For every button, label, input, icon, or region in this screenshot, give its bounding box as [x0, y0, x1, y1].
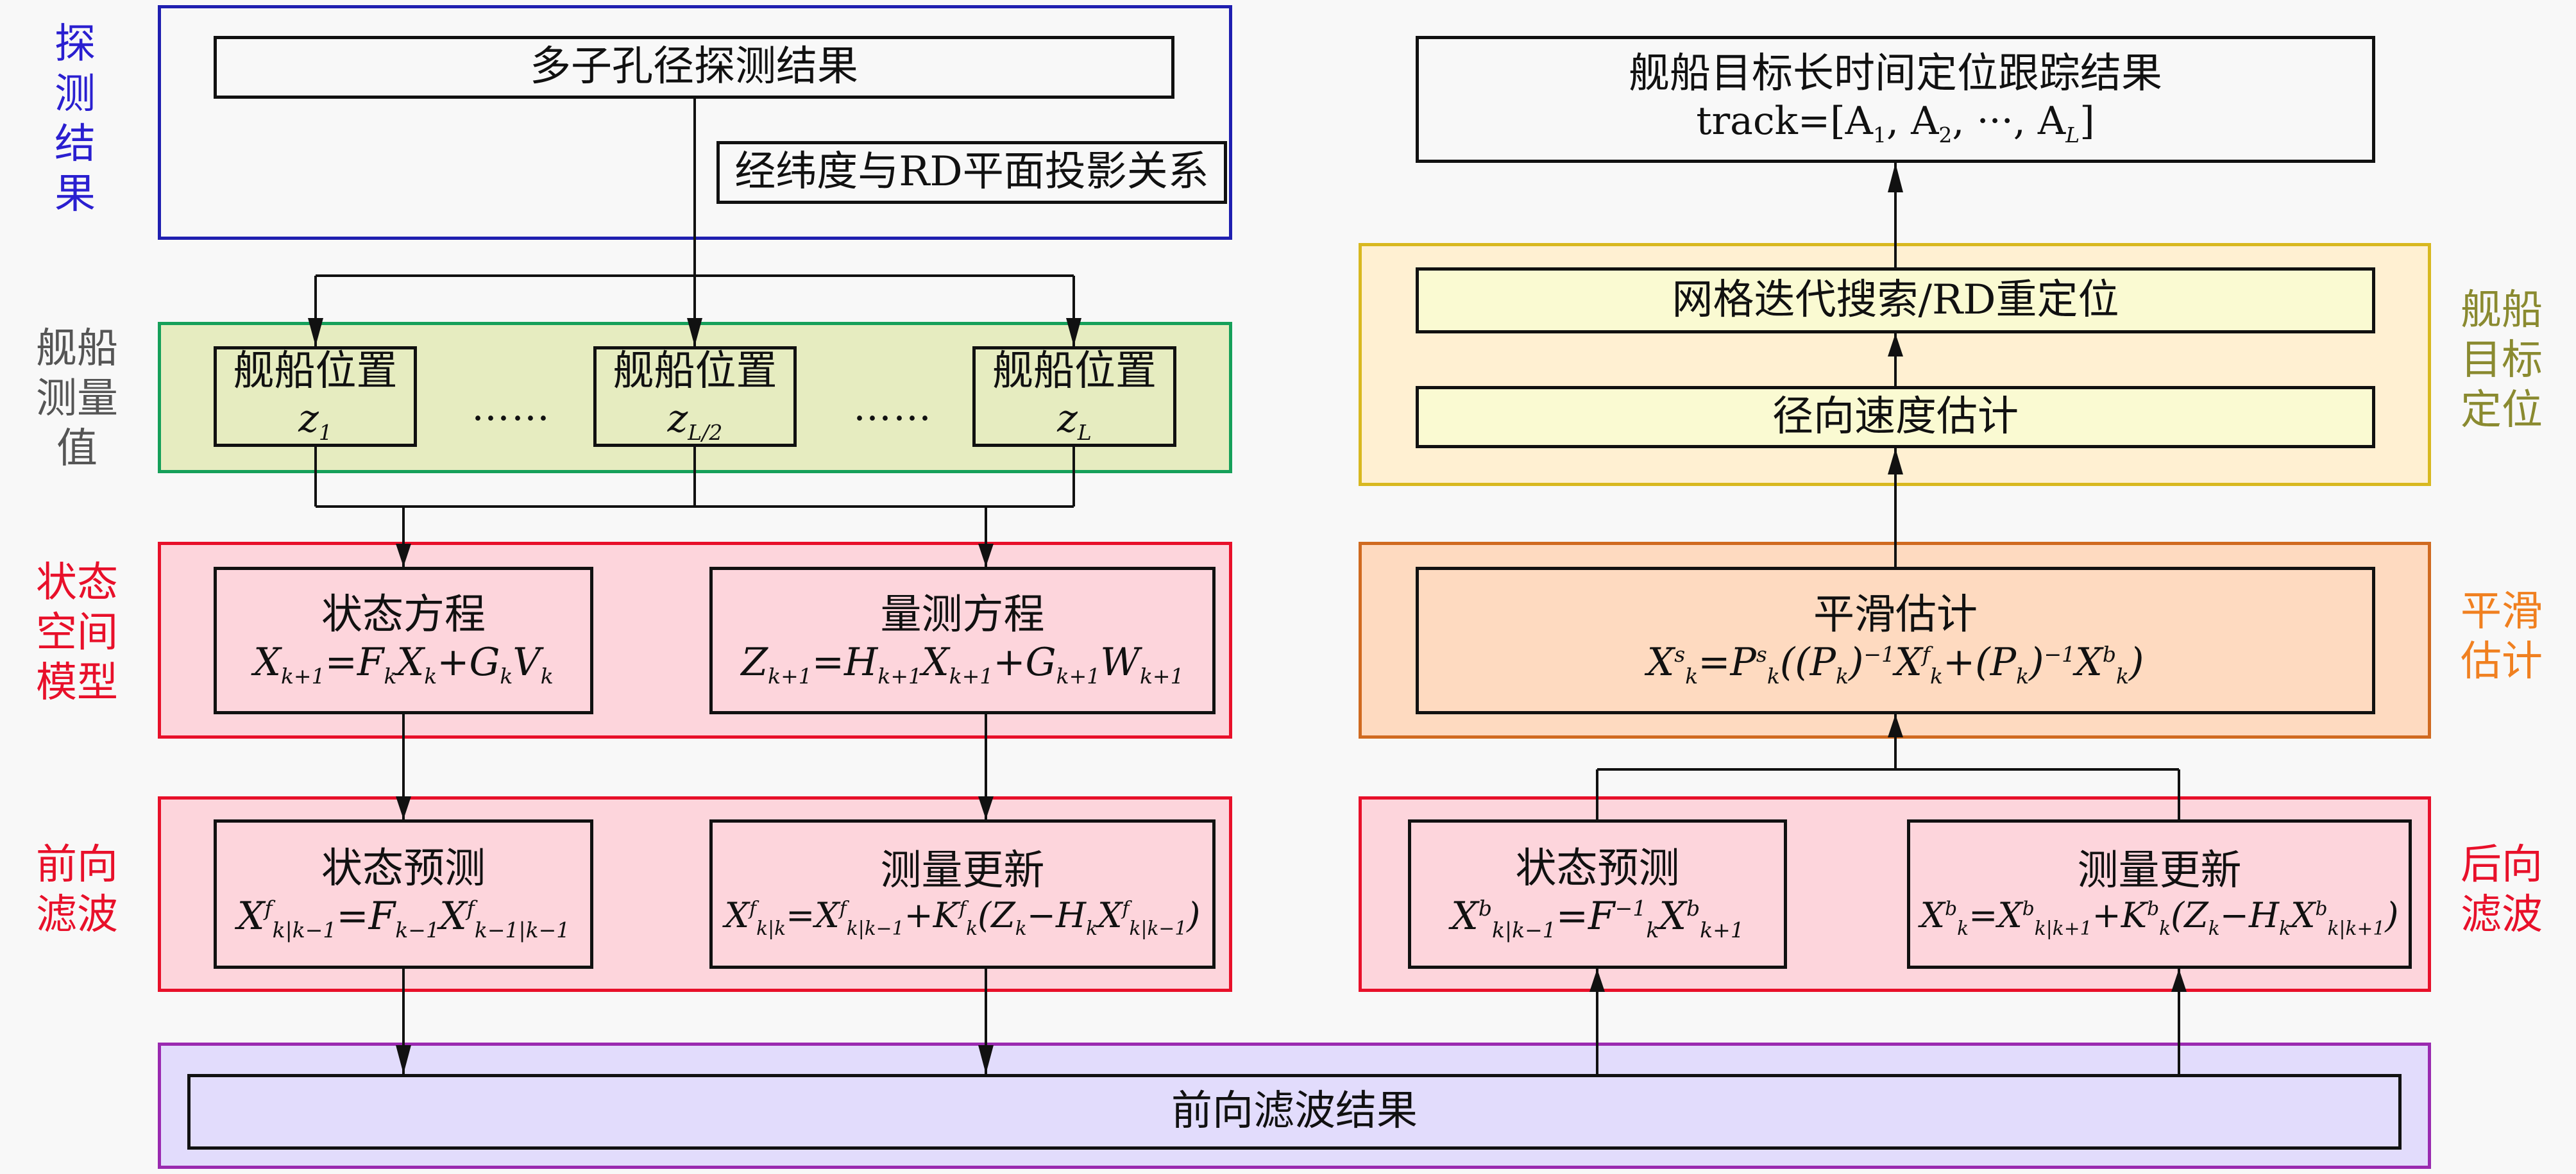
arrow-head-ship-mid: [687, 318, 702, 346]
ship-position-var: z1: [298, 396, 332, 445]
smoothing-estimate-formula: Xsk=Psk((Pk)−1Xfk+(Pk)−1Xbk): [1647, 640, 2144, 689]
ship-position-var: zL/2: [667, 396, 723, 445]
track-result-box[interactable]: 舰船目标长时间定位跟踪结果 track=[A1, A2, ···, AL]: [1416, 36, 2375, 163]
forward-measurement-update-title: 测量更新: [880, 847, 1045, 895]
arrow-head-fw-update: [978, 796, 994, 819]
arrow-head-fw-predict: [396, 796, 411, 819]
ship-position-title: 舰船位置: [613, 347, 777, 395]
arrow-head-bw-update: [2171, 969, 2187, 992]
arrow-head-ship-L: [1066, 318, 1081, 346]
ship-position-title: 舰船位置: [992, 347, 1157, 395]
arrow-head-result-1: [396, 1045, 411, 1074]
radial-velocity-box[interactable]: 径向速度估计: [1416, 386, 2375, 448]
ellipsis-1: ……: [471, 385, 551, 430]
arrow-head-smoothing: [1888, 714, 1903, 737]
ship-position-box-mid[interactable]: 舰船位置 zL/2: [593, 346, 797, 447]
arrow-head-ship-1: [308, 318, 323, 346]
state-equation-formula: Xk+1=FkXk+GkVk: [253, 640, 554, 689]
forward-state-prediction-box[interactable]: 状态预测 Xfk|k−1=Fk−1Xfk−1|k−1: [214, 819, 593, 969]
smoothing-estimate-title: 平滑估计: [1813, 591, 1978, 639]
measurement-equation-formula: Zk+1=Hk+1Xk+1+Gk+1Wk+1: [741, 640, 1184, 689]
multi-aperture-result-text: 多子孔径探测结果: [530, 43, 858, 91]
projection-relation-box[interactable]: 经纬度与RD平面投影关系: [716, 141, 1227, 204]
localization-label: 舰船 目标 定位: [2461, 287, 2543, 435]
measurement-label: 舰船 测量 值: [36, 325, 118, 473]
ellipsis-2: ……: [853, 385, 933, 430]
track-result-title: 舰船目标长时间定位跟踪结果: [1629, 50, 2162, 98]
measurement-equation-box[interactable]: 量测方程 Zk+1=Hk+1Xk+1+Gk+1Wk+1: [709, 567, 1216, 714]
ship-position-box-L[interactable]: 舰船位置 zL: [972, 346, 1176, 447]
multi-aperture-result-box[interactable]: 多子孔径探测结果: [214, 36, 1174, 99]
ship-position-title: 舰船位置: [233, 347, 398, 395]
smoothing-estimate-box[interactable]: 平滑估计 Xsk=Psk((Pk)−1Xfk+(Pk)−1Xbk): [1416, 567, 2375, 714]
backward-state-prediction-formula: Xbk|k−1=F−1kXbk+1: [1451, 893, 1744, 943]
arrow-head-grid: [1888, 333, 1903, 356]
forward-result-text: 前向滤波结果: [1171, 1087, 1418, 1136]
backward-measurement-update-title: 测量更新: [2077, 847, 2242, 895]
detection-label: 探 测 结 果: [55, 21, 96, 219]
arrow-head-result-2: [978, 1045, 994, 1074]
forward-filter-label: 前向 滤波: [36, 841, 118, 939]
backward-state-prediction-title: 状态预测: [1515, 844, 1680, 893]
arrow-head-state-eq: [396, 544, 411, 567]
forward-result-box[interactable]: 前向滤波结果: [187, 1074, 2402, 1150]
arrow-head-bw-predict: [1589, 969, 1605, 992]
state-equation-title: 状态方程: [321, 591, 486, 639]
grid-search-box[interactable]: 网格迭代搜索/RD重定位: [1416, 267, 2375, 333]
track-result-formula: track=[A1, A2, ···, AL]: [1696, 99, 2095, 147]
arrow-head-track: [1888, 163, 1903, 192]
ship-position-box-1[interactable]: 舰船位置 z1: [214, 346, 417, 447]
projection-relation-text: 经纬度与RD平面投影关系: [734, 148, 1209, 196]
backward-measurement-update-box[interactable]: 测量更新 Xbk=Xbk|k+1+Kbk(Zk−HkXbk|k+1): [1907, 819, 2412, 969]
smoothing-label: 平滑 估计: [2461, 588, 2543, 686]
arrow-head-meas-eq: [978, 544, 994, 567]
backward-state-prediction-box[interactable]: 状态预测 Xbk|k−1=F−1kXbk+1: [1408, 819, 1787, 969]
forward-measurement-update-formula: Xfk|k=Xfk|k−1+Kfk(Zk−HkXfk|k−1): [724, 895, 1201, 940]
state-space-label: 状态 空间 模型: [36, 559, 118, 707]
arrow-head-velocity: [1888, 448, 1903, 474]
radial-velocity-text: 径向速度估计: [1772, 392, 2019, 440]
ship-position-var: zL: [1057, 396, 1092, 445]
grid-search-text: 网格迭代搜索/RD重定位: [1672, 276, 2119, 324]
state-equation-box[interactable]: 状态方程 Xk+1=FkXk+GkVk: [214, 567, 593, 714]
forward-state-prediction-title: 状态预测: [321, 844, 486, 893]
forward-measurement-update-box[interactable]: 测量更新 Xfk|k=Xfk|k−1+Kfk(Zk−HkXfk|k−1): [709, 819, 1216, 969]
backward-measurement-update-formula: Xbk=Xbk|k+1+Kbk(Zk−HkXbk|k+1): [1920, 895, 2399, 940]
measurement-equation-title: 量测方程: [880, 591, 1045, 639]
backward-filter-label: 后向 滤波: [2461, 841, 2543, 939]
forward-state-prediction-formula: Xfk|k−1=Fk−1Xfk−1|k−1: [237, 893, 570, 943]
